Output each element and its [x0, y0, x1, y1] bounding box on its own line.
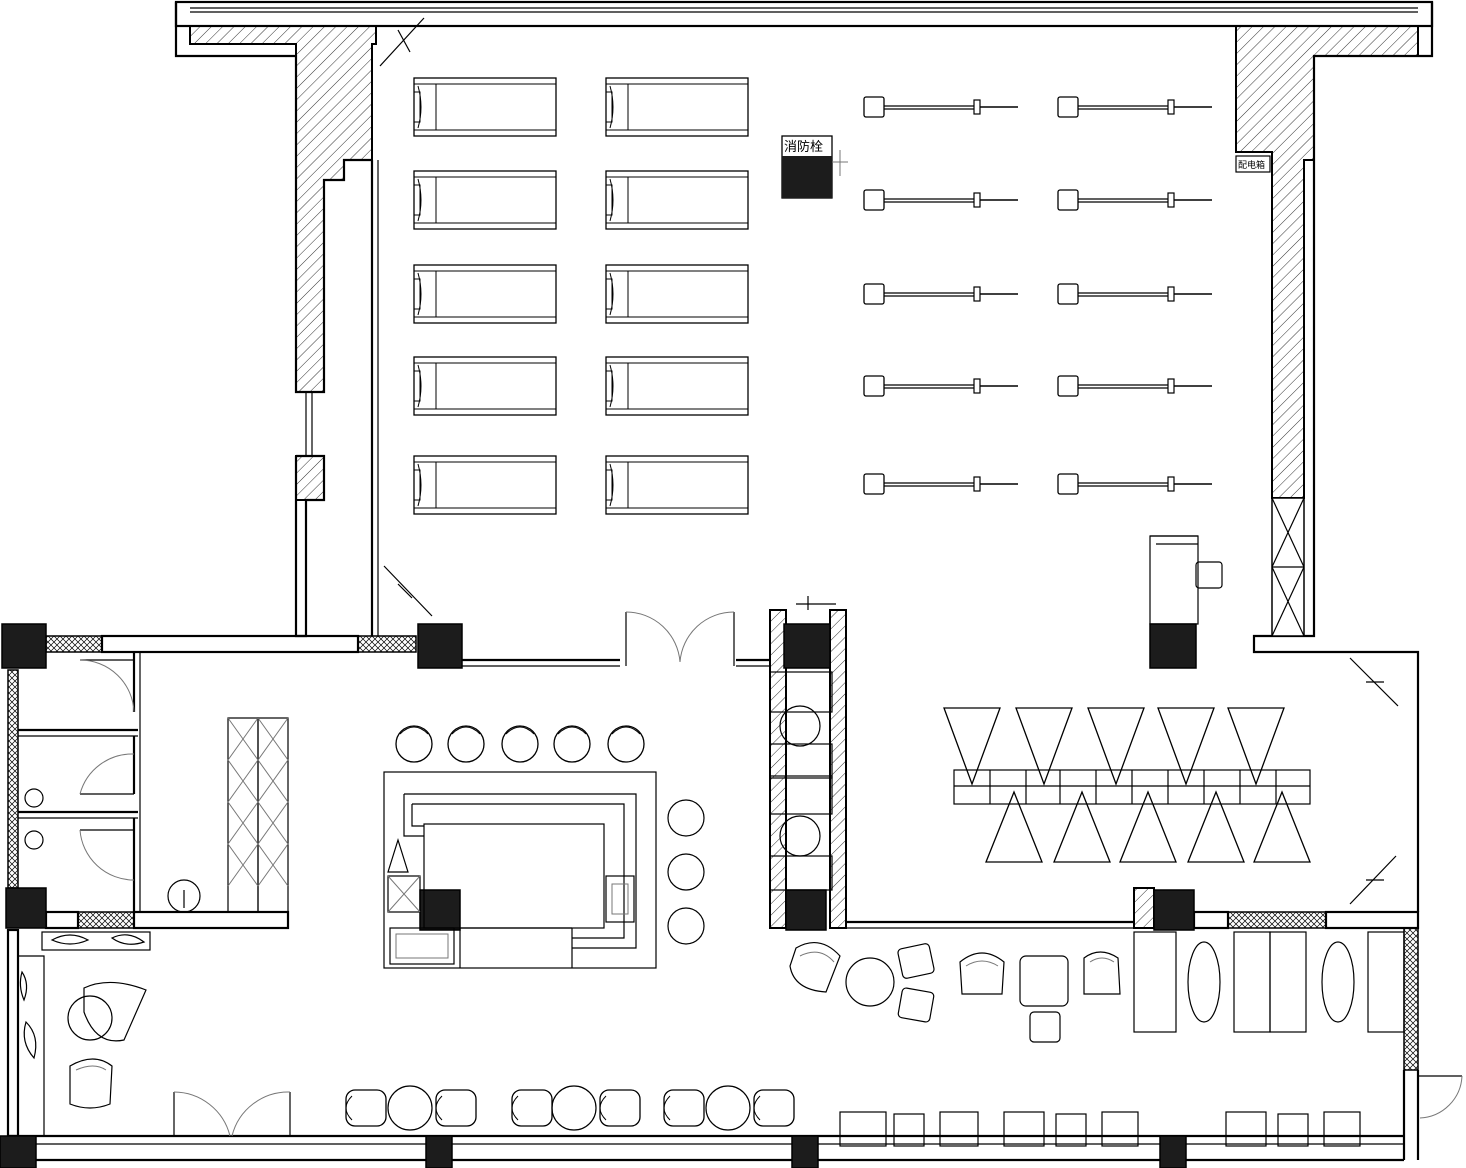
barbell-station — [863, 375, 1019, 397]
lounge-seating — [789, 941, 1121, 1043]
lower-walls — [6, 609, 1420, 1162]
barbell-station — [863, 96, 1019, 118]
spin-bike — [985, 791, 1043, 863]
spin-bike — [1187, 791, 1245, 863]
storage-shelves — [227, 717, 289, 913]
bar-stool — [667, 907, 705, 945]
barbell-station — [1057, 96, 1213, 118]
spin-bike-area — [943, 707, 1311, 863]
spin-bike — [1053, 791, 1111, 863]
treadmill — [413, 77, 557, 137]
spin-bike — [1015, 707, 1073, 785]
bench-seat — [599, 1089, 641, 1127]
structural-walls — [189, 25, 1419, 637]
entrance-lounge — [18, 931, 151, 1136]
spin-bike — [943, 707, 1001, 785]
distribution-box: 配电箱 — [1235, 155, 1271, 173]
treadmill — [605, 455, 749, 515]
bench-seat — [345, 1089, 387, 1127]
barbell-station — [863, 473, 1019, 495]
bar-stools — [395, 725, 705, 945]
barbell-station — [863, 283, 1019, 305]
column-fixture — [796, 596, 836, 610]
bar-stool — [667, 853, 705, 891]
treadmill — [413, 264, 557, 324]
treadmill-area — [413, 77, 749, 515]
bar-stool — [553, 725, 591, 763]
bar-stool — [607, 725, 645, 763]
treadmill — [605, 77, 749, 137]
barbell-area — [863, 96, 1213, 495]
barbell-station — [1057, 189, 1213, 211]
bench-seat — [435, 1089, 477, 1127]
barbell-station — [1057, 473, 1213, 495]
bar-stool — [447, 725, 485, 763]
restroom-fixtures — [24, 788, 201, 913]
bench-seat — [753, 1089, 795, 1127]
bar-stool — [395, 725, 433, 763]
spin-bike — [1157, 707, 1215, 785]
columns — [0, 623, 1197, 1168]
treadmill — [413, 356, 557, 416]
treadmill — [413, 170, 557, 230]
barbell-station — [1057, 283, 1213, 305]
fire-hydrant: 消防栓 — [781, 135, 848, 199]
treadmill — [605, 356, 749, 416]
fire-hydrant-label: 消防栓 — [784, 139, 823, 155]
distribution-box-label: 配电箱 — [1238, 159, 1265, 171]
dining-booths — [1133, 931, 1405, 1033]
barbell-station — [863, 189, 1019, 211]
barbell-station — [1057, 375, 1213, 397]
treadmill — [605, 170, 749, 230]
bar-counter — [383, 771, 657, 969]
bench-seat — [663, 1089, 705, 1127]
doors — [79, 17, 1463, 1137]
bar-stool — [501, 725, 539, 763]
booth-seating — [769, 671, 833, 891]
counter-seats — [839, 1111, 1361, 1147]
reception-desk — [1149, 535, 1223, 625]
window-benches — [345, 1085, 795, 1131]
treadmill — [605, 264, 749, 324]
bench-seat — [511, 1089, 553, 1127]
spin-bike — [1253, 791, 1311, 863]
bar-stool — [667, 799, 705, 837]
treadmill — [413, 455, 557, 515]
